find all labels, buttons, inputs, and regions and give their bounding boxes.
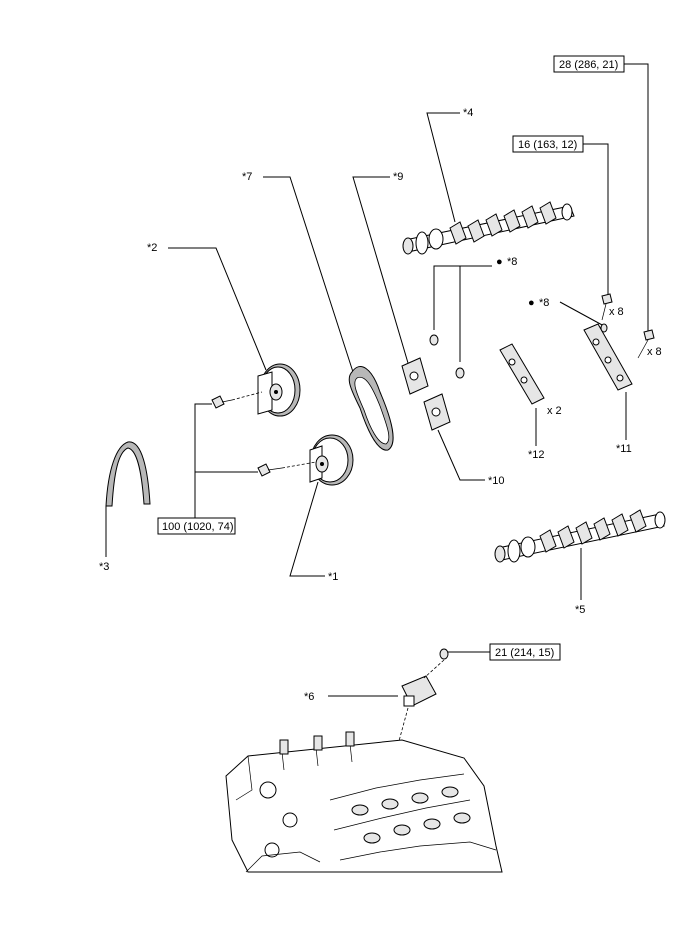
callout-7: *7 [242,171,354,373]
camshaft-lower [494,509,666,563]
svg-text:●: ● [528,297,535,309]
timing-chain-7 [348,366,394,451]
bearing-cap-12 [499,343,545,405]
torque-text-16: 16 (163, 12) [518,139,577,151]
svg-text:*7: *7 [242,171,252,183]
torque-box-21: 21 (214, 15) [448,643,561,661]
callout-1: *1 [289,481,338,583]
callout-11: *11 [616,392,632,455]
timing-gear-1 [309,434,354,486]
cylinder-head [225,731,503,873]
svg-text:*8: *8 [539,297,549,309]
camshaft-upper [402,201,575,255]
quantity-label-bolts-28: x 8 [647,346,662,358]
callout-3: *3 [99,506,109,573]
svg-text:*1: *1 [328,571,338,583]
callout-10: *10 [437,429,505,487]
callout-2: *2 [147,242,267,371]
svg-text:*9: *9 [393,171,403,183]
bolt-28 [637,329,655,359]
svg-text:*5: *5 [575,604,585,616]
callout-8-upper: ● *8 [433,256,517,362]
bearing-cap-11 [583,323,633,391]
gear-bolt-lower [257,461,317,477]
callout-12: *12 [528,408,545,461]
svg-text:*2: *2 [147,242,157,254]
svg-text:*4: *4 [463,107,473,119]
svg-text:*10: *10 [488,475,505,487]
svg-text:*3: *3 [99,561,109,573]
pins-8-upper [429,334,465,379]
torque-text-21: 21 (214, 15) [495,647,554,659]
timing-gear-2 [257,363,301,417]
gear-bolt-upper [211,391,263,409]
torque-box-28: 28 (286, 21) [553,55,649,332]
svg-text:*6: *6 [304,691,314,703]
torque-text-28: 28 (286, 21) [559,59,618,71]
torque-box-16: 16 (163, 12) [512,135,609,296]
svg-text:●: ● [496,256,503,268]
timing-chain-3 [105,441,151,507]
bearing-cap-10 [423,393,451,431]
bearing-cap-9 [401,357,429,395]
callout-5: *5 [575,548,585,616]
callout-4: *4 [426,107,473,223]
quantity-label-bearing-cap: x 2 [547,405,562,417]
chain-tensioner-6 [395,648,449,753]
svg-text:*8: *8 [507,256,517,268]
svg-text:*12: *12 [528,449,545,461]
svg-text:*11: *11 [616,443,632,455]
quantity-label-bolts-16: x 8 [609,306,624,318]
callout-9: *9 [352,171,409,364]
callout-8-lower: ● *8 [528,297,605,327]
torque-text-100: 100 (1020, 74) [162,521,234,533]
torque-box-100: 100 (1020, 74) [157,403,258,535]
bolt-16 [601,293,613,321]
callout-6: *6 [304,691,398,703]
